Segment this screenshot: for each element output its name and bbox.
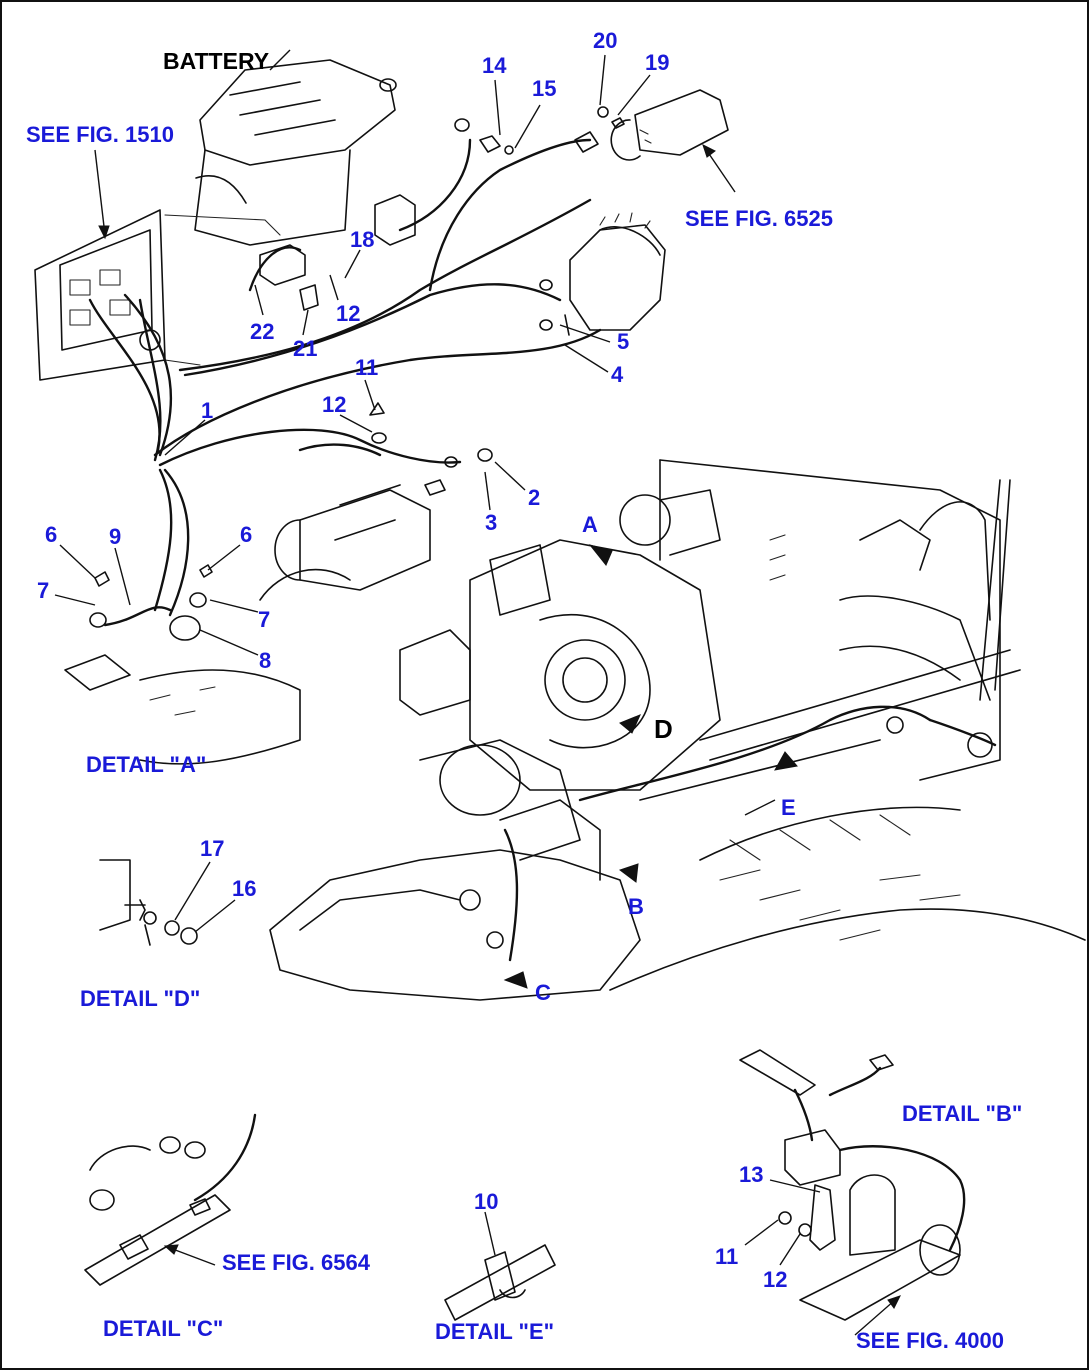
callout-6-left[interactable]: 6 [45, 522, 58, 547]
view-letter-a: A [582, 512, 598, 537]
callout-8[interactable]: 8 [259, 648, 272, 673]
cable-terminals-mid [369, 402, 493, 496]
detail-d-drawing [99, 859, 198, 946]
callout-13[interactable]: 13 [739, 1162, 764, 1187]
relay-and-connectors [259, 118, 599, 311]
leader-lines [54, 49, 901, 1336]
detail-c-title: DETAIL "C" [103, 1316, 224, 1341]
callout-7-right[interactable]: 7 [258, 607, 271, 632]
callout-21[interactable]: 21 [293, 336, 318, 361]
callout-17[interactable]: 17 [200, 836, 225, 861]
detail-d-title: DETAIL "D" [80, 986, 201, 1011]
callout-11-lower[interactable]: 11 [715, 1244, 739, 1269]
view-letter-b: B [628, 894, 644, 919]
tire-and-ground [609, 645, 1086, 991]
starter-motor-top [597, 89, 729, 161]
view-arrows [503, 544, 798, 989]
battery-heading: BATTERY [163, 48, 270, 74]
detail-a-title: DETAIL "A" [86, 752, 207, 777]
callout-18[interactable]: 18 [350, 227, 375, 252]
callout-2[interactable]: 2 [528, 485, 541, 510]
frame-rails [578, 479, 1021, 802]
callout-6-right[interactable]: 6 [240, 522, 253, 547]
switch-detail-a [89, 564, 213, 641]
callout-9[interactable]: 9 [109, 524, 122, 549]
engine-assembly [399, 459, 1001, 791]
starter-motor-detail-a [64, 484, 431, 765]
callout-22[interactable]: 22 [250, 319, 275, 344]
callout-5[interactable]: 5 [617, 329, 630, 354]
detail-c-drawing [84, 1113, 257, 1286]
see-fig-1510-link[interactable]: SEE FIG. 1510 [26, 122, 174, 147]
callout-1[interactable]: 1 [201, 398, 214, 423]
callout-12-upper[interactable]: 12 [336, 301, 361, 326]
callout-14[interactable]: 14 [482, 53, 507, 78]
callout-11-upper[interactable]: 11 [355, 355, 379, 380]
callout-15[interactable]: 15 [532, 76, 557, 101]
view-letter-e: E [781, 795, 796, 820]
detail-b-title: DETAIL "B" [902, 1101, 1023, 1126]
detail-b-drawing [739, 1049, 966, 1321]
see-fig-6564-link[interactable]: SEE FIG. 6564 [222, 1250, 370, 1275]
callout-4[interactable]: 4 [611, 362, 624, 387]
callout-10[interactable]: 10 [474, 1189, 499, 1214]
callout-19[interactable]: 19 [645, 50, 670, 75]
see-fig-6525-link[interactable]: SEE FIG. 6525 [685, 206, 833, 231]
alternator-drawing [539, 212, 666, 336]
transmission-assembly [269, 739, 641, 1001]
callout-16[interactable]: 16 [232, 876, 257, 901]
battery-drawing [194, 59, 397, 246]
detail-e-title: DETAIL "E" [435, 1319, 555, 1344]
view-letter-d: D [654, 714, 673, 744]
detail-e-drawing [444, 1244, 556, 1321]
callout-12-lower[interactable]: 12 [763, 1267, 788, 1292]
callout-20[interactable]: 20 [593, 28, 618, 53]
wiring-harness-main [88, 138, 602, 617]
view-letter-c: C [535, 980, 551, 1005]
callout-7-left[interactable]: 7 [37, 578, 50, 603]
callout-3[interactable]: 3 [485, 510, 498, 535]
fuse-panel-drawing [34, 209, 281, 381]
see-fig-4000-link[interactable]: SEE FIG. 4000 [856, 1328, 1004, 1353]
callout-12-mid[interactable]: 12 [322, 392, 347, 417]
